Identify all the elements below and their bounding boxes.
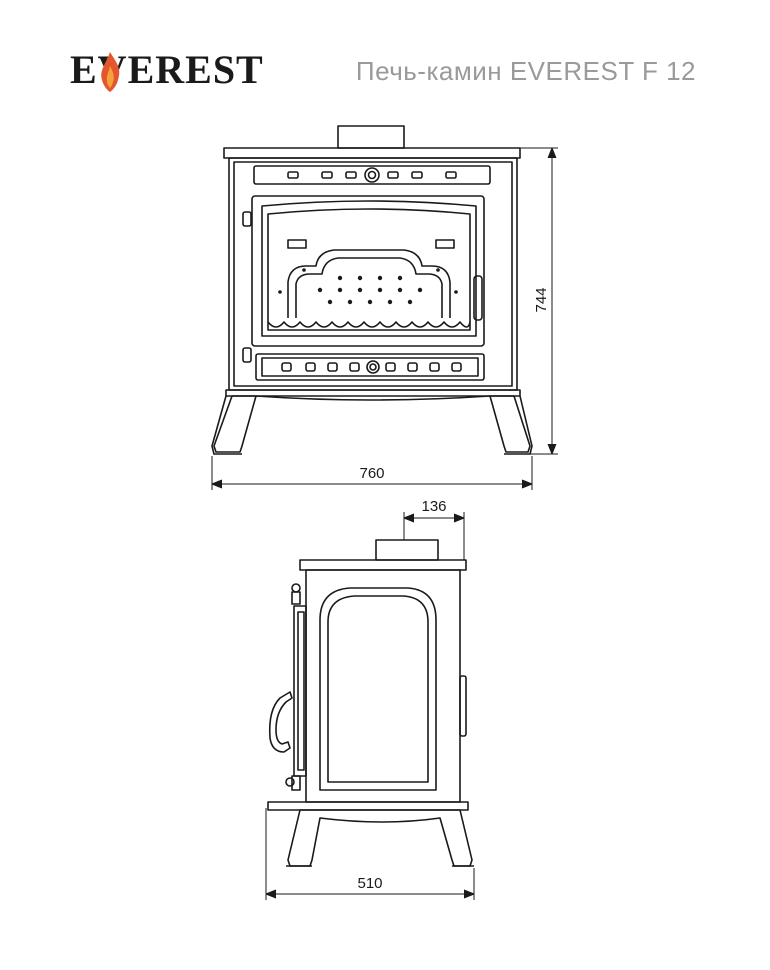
door-hinge-bottom (242, 347, 252, 363)
top-vent-slots (287, 167, 457, 183)
ash-drawer (255, 353, 485, 381)
front-top-plate (223, 147, 521, 159)
side-body (305, 569, 461, 803)
side-flue-collar (375, 539, 439, 561)
flame-icon (101, 52, 120, 92)
dimension-side-depth (265, 808, 475, 900)
top-air-vent (253, 165, 491, 185)
door-handle (473, 275, 483, 321)
fire-grate (287, 249, 451, 318)
door-hinge-top (242, 211, 252, 227)
side-door-handle (268, 691, 293, 753)
dimension-flue (403, 512, 465, 560)
dimension-front-width (211, 456, 533, 490)
label-front-height: 744 (533, 287, 550, 312)
log-guard (267, 321, 471, 328)
front-leg-left (213, 395, 257, 453)
page-title: Печь-камин EVEREST F 12 (355, 56, 696, 86)
brand-logo: EVEREST (70, 46, 270, 94)
side-legs (287, 809, 473, 867)
side-hinge-top (291, 583, 301, 593)
front-leg-right (489, 395, 531, 453)
rear-control (459, 675, 467, 737)
ash-drawer-slots (281, 360, 462, 374)
side-view (267, 539, 474, 867)
label-side-depth: 510 (357, 875, 382, 892)
label-flue: 136 (421, 498, 446, 515)
front-view (211, 125, 533, 455)
logo-text: EVEREST (70, 47, 264, 92)
side-window (319, 587, 437, 791)
back-plate-dots (278, 268, 458, 305)
front-door (251, 195, 485, 347)
side-hinge-bottom (285, 777, 295, 787)
side-base (267, 801, 469, 811)
side-top-plate (299, 559, 467, 571)
front-flue-collar (337, 125, 405, 149)
label-front-width: 760 (359, 465, 384, 482)
front-body (228, 157, 518, 391)
dimension-front-height (520, 147, 558, 455)
